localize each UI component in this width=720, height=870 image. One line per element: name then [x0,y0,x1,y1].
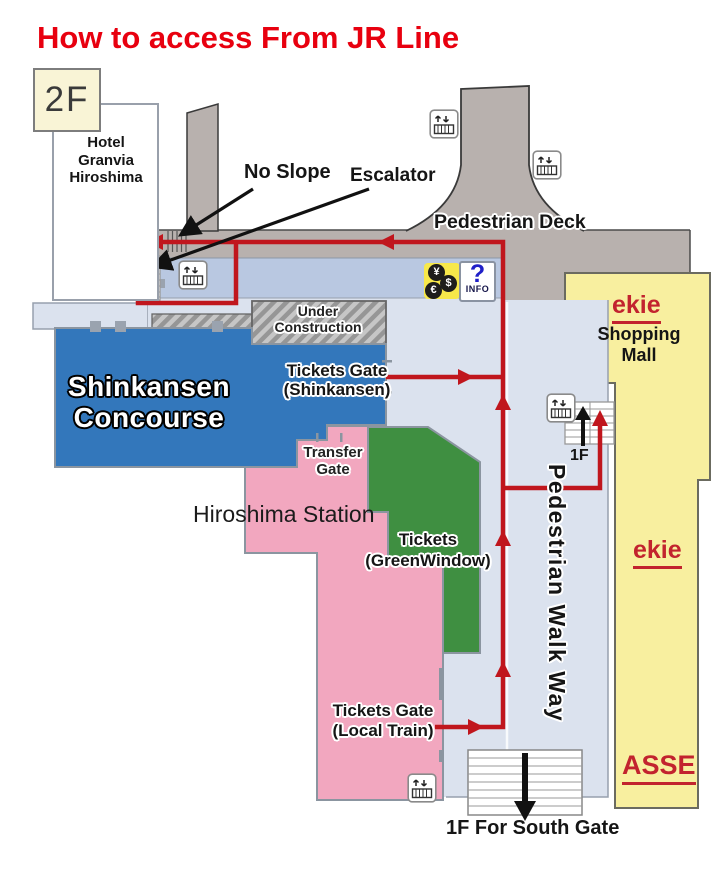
south-gate-label: 1F For South Gate [446,817,620,839]
shopping-mall-label: Shopping Mall [597,324,681,365]
tickets-gate-local-label: Tickets Gate (Local Train) [332,701,434,740]
ekie-lower-label: ekie [633,536,682,569]
ekie-1f-arrow [575,406,591,446]
under-construction-area [251,300,387,345]
page-title: How to access From JR Line [37,20,460,55]
no-slope-label: No Slope [244,161,331,183]
pedestrian-deck-label: Pedestrian Deck [434,211,586,233]
escalator-icon [546,393,576,423]
ekie-upper-label: ekie [612,291,661,324]
pedestrian-walkway-label: Pedestrian Walk Way [544,464,570,723]
yen-icon: ¥ [428,264,445,281]
ekie-1f-label: 1F [570,447,589,464]
question-mark-icon: ? [469,260,486,288]
under-construction-label: Under Construction [274,303,362,335]
pedestrian-deck-shape [158,85,691,300]
floor-2f-label: 2F [44,80,90,119]
gate-ticks [316,360,442,762]
escalator-icon [532,150,562,180]
tickets-greenwindow-label: Tickets (GreenWindow) [365,530,491,570]
under-construction-strip [151,313,253,330]
escalator-label: Escalator [350,165,436,186]
dollar-icon: $ [440,275,457,292]
hiroshima-station-shape [244,425,444,801]
transfer-gate-label: Transfer Gate [303,444,363,478]
floor-2f-badge: 2F [33,68,101,132]
escalator-arrow [149,187,370,271]
tickets-gate-shinkansen-label: Tickets Gate (Shinkansen) [283,361,391,399]
euro-icon: € [425,282,442,299]
info-icon-label: INFO [465,284,490,294]
escalator-icon [429,109,459,139]
hotel-granvia-box [52,103,159,301]
walkway-strip [503,300,608,797]
information-icon: ? INFO [459,261,496,302]
asse-label: ASSE [622,750,696,785]
shinkansen-concourse-label: Shinkansen Concourse [67,371,231,433]
escalator-icon [407,773,437,803]
currency-exchange-icon: ¥ $ € [424,263,460,299]
no-slope-arrow [177,187,254,237]
south-gate-arrow [514,753,536,821]
escalator-icon [178,260,208,290]
hiroshima-station-label: Hiroshima Station [193,501,375,527]
hotel-granvia-label: Hotel Granvia Hiroshima [69,134,143,186]
